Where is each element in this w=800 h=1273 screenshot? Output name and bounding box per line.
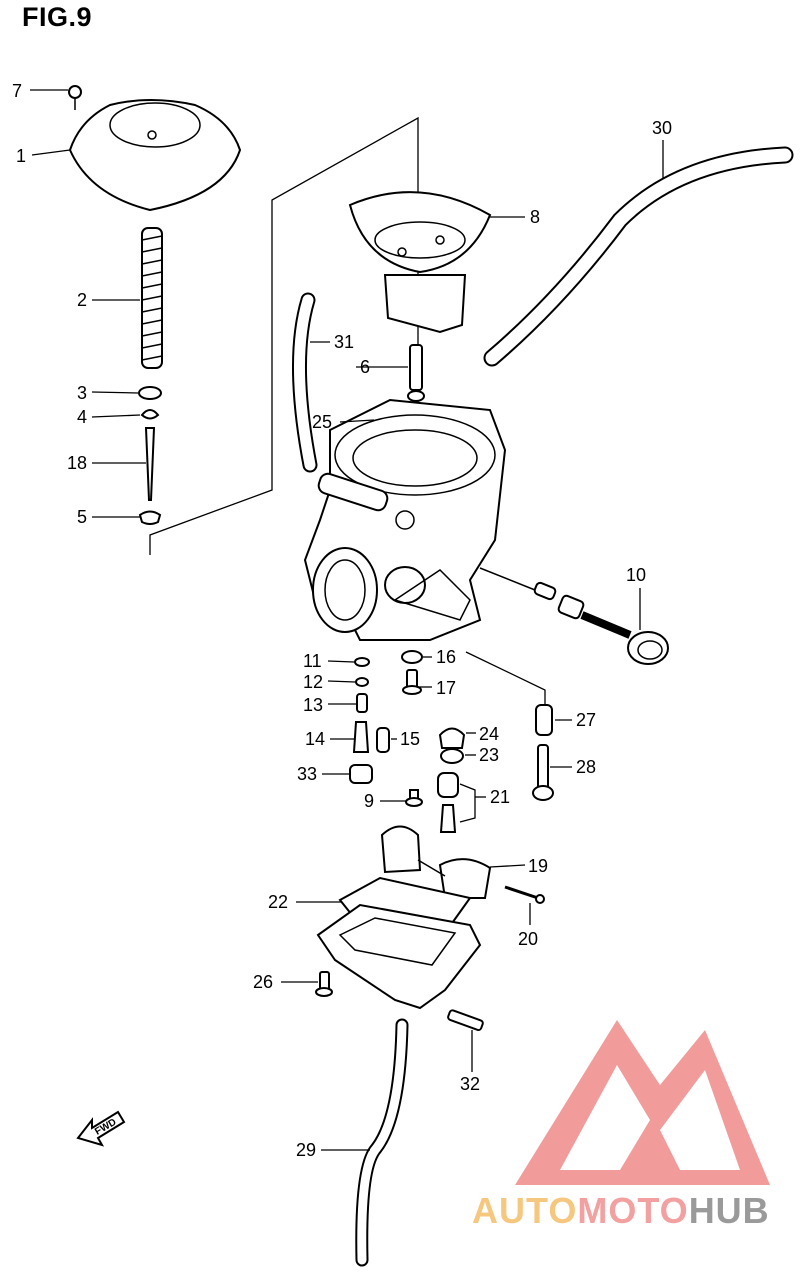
- part-9-screw: [405, 789, 423, 807]
- part-7-screw: [68, 85, 82, 110]
- part-33-cap: [349, 764, 373, 784]
- callout-27: 27: [576, 710, 596, 730]
- callout-25: 25: [312, 412, 332, 432]
- callout-labels: 7 1 2 3 4 18 5 8 30 31 6 25 10 11 12 13 …: [12, 81, 672, 1160]
- part-4-clip: [140, 409, 160, 420]
- part-5-needle-seat: [138, 510, 162, 525]
- watermark-logo: [515, 1020, 770, 1185]
- part-16-washer: [401, 650, 423, 664]
- part-27-spring: [535, 704, 553, 736]
- callout-20: 20: [518, 929, 538, 949]
- part-3-washer: [138, 386, 162, 400]
- part-24-main-jet: [438, 727, 466, 749]
- part-23-oring: [440, 748, 464, 764]
- part-14-pilot-screw: [352, 721, 370, 753]
- callout-12: 12: [303, 672, 323, 692]
- callout-21: 21: [490, 787, 510, 807]
- callout-2: 2: [77, 290, 87, 310]
- callout-4: 4: [77, 407, 87, 427]
- callout-18: 18: [67, 453, 87, 473]
- callout-30: 30: [652, 118, 672, 138]
- callout-9: 9: [364, 791, 374, 811]
- callout-23: 23: [479, 745, 499, 765]
- callout-1: 1: [16, 146, 26, 166]
- callout-6: 6: [360, 357, 370, 377]
- leader-lines: [30, 89, 664, 1151]
- fwd-arrow-icon: FWD: [76, 1110, 126, 1147]
- part-32-drain-screw: [447, 1009, 484, 1032]
- callout-8: 8: [530, 207, 540, 227]
- part-18-jet-needle: [144, 427, 156, 501]
- callout-7: 7: [12, 81, 22, 101]
- carburetor-body: [303, 398, 507, 641]
- callout-13: 13: [303, 695, 323, 715]
- part-15-jet: [376, 727, 390, 753]
- assembly-outline: [149, 116, 419, 555]
- callout-14: 14: [305, 729, 325, 749]
- part-6-screw: [407, 344, 425, 402]
- figure-title: FIG.9: [22, 2, 93, 32]
- watermark-auto: AUTO: [472, 1190, 578, 1231]
- callout-24: 24: [479, 724, 499, 744]
- watermark-hub: HUB: [688, 1190, 770, 1231]
- callout-31: 31: [334, 332, 354, 352]
- part-8-piston-diaphragm: [348, 191, 492, 334]
- callout-22: 22: [268, 892, 288, 912]
- part-20-float-pin: [504, 885, 545, 904]
- part-11-washer: [354, 657, 370, 667]
- callout-11: 11: [303, 651, 322, 671]
- callout-33: 33: [297, 764, 317, 784]
- part-13-spring: [356, 693, 368, 713]
- callout-16: 16: [436, 647, 456, 667]
- part-30-hose: [483, 146, 794, 367]
- callout-32: 32: [460, 1074, 480, 1094]
- fwd-label: FWD: [93, 1117, 118, 1138]
- callout-5: 5: [77, 507, 87, 527]
- part-12-oring: [355, 677, 369, 687]
- part-26-screw: [315, 971, 333, 997]
- part-19-float: [380, 825, 492, 899]
- watermark-moto: MOTO: [577, 1190, 689, 1231]
- callout-29: 29: [296, 1140, 316, 1160]
- part-1-top-cap: [68, 99, 242, 212]
- part-2-spring: [141, 227, 163, 369]
- part-21-float-valve: [437, 772, 459, 833]
- part-28-screw: [532, 744, 554, 801]
- callout-15: 15: [400, 729, 420, 749]
- callout-10: 10: [626, 565, 646, 585]
- part-10-starter-plunger: [479, 567, 669, 665]
- jet-group-leader: [465, 651, 546, 705]
- float-bowl: [316, 903, 482, 1010]
- callout-17: 17: [436, 678, 456, 698]
- callout-26: 26: [253, 972, 273, 992]
- callout-19: 19: [528, 856, 548, 876]
- watermark-text: AUTOMOTOHUB: [472, 1190, 770, 1232]
- part-17-screw: [402, 669, 422, 695]
- callout-28: 28: [576, 757, 596, 777]
- callout-3: 3: [77, 383, 87, 403]
